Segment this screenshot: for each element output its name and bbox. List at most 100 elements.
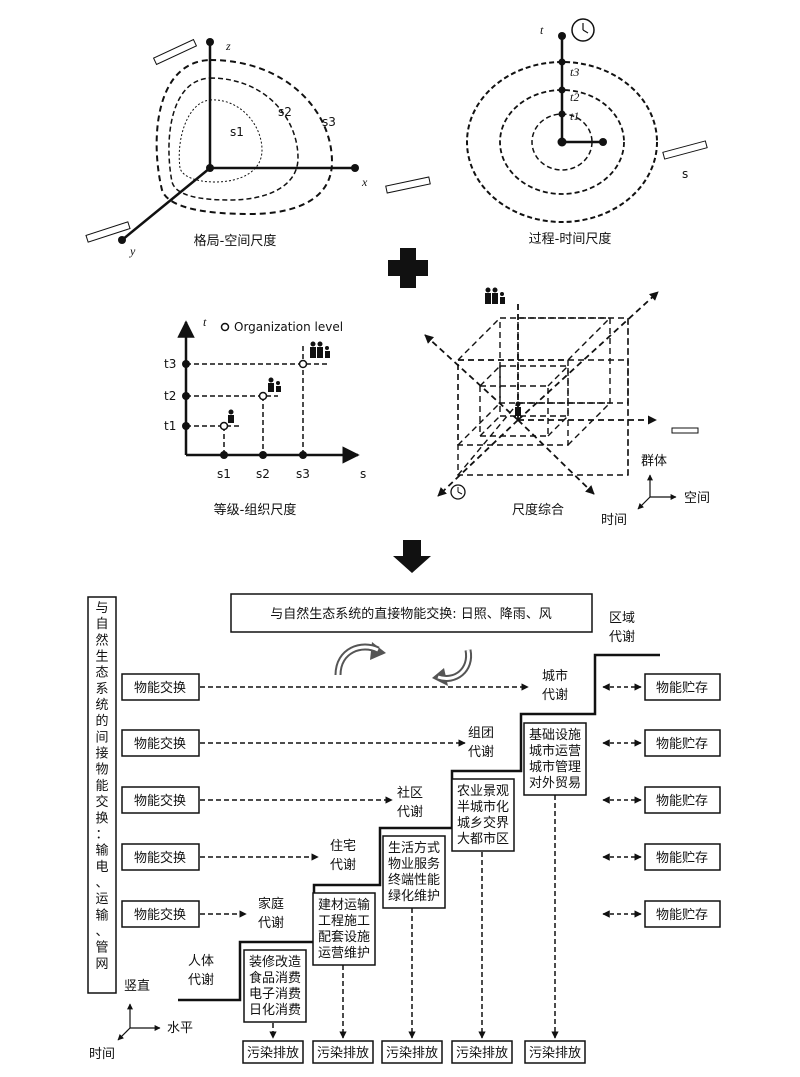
temporal-scale-panel: t s t1 t2 t3 过程-时间尺度: [466, 18, 708, 247]
s-tick-label-s2: s2: [256, 467, 270, 481]
metabolism-staircase: [178, 653, 660, 1002]
organization-scale-panel: t Organization level t3 t2 t1 s1 s2 s3 s…: [164, 315, 366, 518]
exchange-box-label: 物能交换: [134, 907, 186, 923]
z-axis-end-dot: [206, 38, 214, 46]
y-axis: [121, 167, 211, 241]
t-label: t: [203, 315, 207, 329]
x-label: x: [361, 175, 368, 189]
org-level-point-3: [298, 359, 308, 369]
contour-s2: [168, 77, 299, 201]
storage-box-label: 物能贮存: [656, 737, 708, 752]
metabolism-framework: 与自然生态系统的间接物能交换：输电、运输、管网 与自然生态系统的直接物能交换: …: [87, 593, 721, 1064]
storage-box: [644, 900, 721, 928]
pollution-box: [524, 1040, 586, 1064]
s-axis-end-dot: [599, 138, 607, 146]
y-axis-end-dot: [118, 236, 126, 244]
metabolism-level-label: 区域代谢: [609, 611, 635, 645]
person-icon: [228, 409, 234, 423]
space-axis-label: 空间: [684, 491, 710, 506]
pollution-box-label: 污染排放: [529, 1046, 581, 1061]
t-axis-end-dot: [558, 32, 566, 40]
horizontal-axis-label: 水平: [167, 1021, 193, 1036]
exchange-box-label: 物能交换: [134, 680, 186, 696]
activity-box-text: 建材运输工程施工配套设施运营维护: [318, 897, 370, 961]
plus-icon: [388, 248, 428, 288]
activity-box: [243, 949, 307, 1023]
x-axis-end-dot: [351, 164, 359, 172]
scale-bar-right: [385, 176, 431, 194]
diagonal-axis-down: [517, 419, 595, 495]
exchange-box: [121, 786, 200, 814]
t-tick-label-t2: t2: [164, 389, 176, 403]
center-dot: [557, 137, 567, 147]
vertical-axis-label: 竖直: [124, 979, 150, 994]
pollution-box-label: 污染排放: [247, 1046, 299, 1061]
contour-s3: [155, 58, 334, 216]
group-icon: [485, 287, 505, 304]
storage-box: [644, 673, 721, 701]
exchange-box: [121, 729, 200, 757]
storage-box: [644, 729, 721, 757]
outer-cube-front: [457, 359, 629, 476]
down-arrow-icon: [393, 540, 431, 573]
s-tick-label-s1: s1: [217, 467, 231, 481]
pollution-box: [381, 1040, 443, 1064]
s-label: s: [682, 167, 688, 181]
activity-box-text: 装修改造食品消费电子消费日化消费: [249, 955, 301, 1018]
direct-exchange-label: 与自然生态系统的直接物能交换: 日照、降雨、风: [270, 606, 552, 622]
metabolism-level-label: 住宅代谢: [330, 839, 356, 873]
inner-cube-back: [499, 365, 569, 417]
family-icon: [268, 377, 281, 392]
z-label: z: [225, 39, 231, 53]
contour-label-s1: s1: [230, 125, 244, 139]
legend-marker: [220, 322, 230, 332]
contour-label-s2: s2: [278, 105, 292, 119]
integrated-scale-panel: 群体 空间 时间 尺度综合: [424, 287, 710, 528]
metabolism-level-label: 家庭代谢: [258, 896, 284, 931]
storage-box-label: 物能贮存: [656, 851, 708, 866]
ring-label-t3: t3: [570, 65, 579, 79]
activity-box-text: 农业景观半城市化城乡交界大都市区: [457, 784, 509, 847]
s-label: s: [360, 467, 366, 481]
temporal-scale-caption: 过程-时间尺度: [529, 231, 612, 247]
metabolism-level-label: 城市代谢: [542, 668, 568, 703]
s-tick-label-s3: s3: [296, 467, 310, 481]
diagonal-axis-left: [424, 334, 519, 421]
orientation-axes: [637, 474, 677, 510]
exchange-box: [121, 843, 200, 871]
exchange-box: [121, 673, 200, 701]
y-label: y: [129, 244, 136, 258]
storage-box: [644, 786, 721, 814]
framework-orientation-axes: [117, 1003, 161, 1041]
cycle-arrow-icon: [432, 649, 473, 686]
indirect-exchange-label: 与自然生态系统的间接物能交换：输电、运输、管网: [95, 601, 108, 972]
clock-icon: [450, 484, 466, 500]
time-axis-label: 时间: [89, 1047, 115, 1062]
scale-bar: [662, 140, 708, 160]
tick-dot-t1: [558, 110, 566, 118]
org-level-point-2: [258, 391, 268, 401]
activity-box: [523, 722, 587, 796]
tick-dot-t3: [558, 58, 566, 66]
exchange-box-label: 物能交换: [134, 793, 186, 809]
t-tick-label-t3: t3: [164, 357, 176, 371]
contour-label-s3: s3: [322, 115, 336, 129]
exchange-box-label: 物能交换: [134, 850, 186, 866]
organization-scale-caption: 等级-组织尺度: [214, 502, 297, 518]
activity-box: [312, 892, 376, 966]
metabolism-level-label: 人体代谢: [188, 954, 214, 988]
scale-bar: [671, 427, 699, 434]
legend-label: Organization level: [234, 320, 343, 334]
pollution-box: [312, 1040, 374, 1064]
activity-box-text: 生活方式物业服务终端性能绿化维护: [388, 840, 440, 904]
scale-bar-top: [152, 38, 198, 66]
storage-box-label: 物能贮存: [656, 908, 708, 923]
pollution-box-label: 污染排放: [386, 1046, 438, 1061]
org-level-point-1: [219, 421, 229, 431]
spatial-scale-panel: z x y s1 s2 s3 格局-空间尺度: [85, 38, 431, 258]
pollution-box: [451, 1040, 513, 1064]
contour-s1: [178, 99, 263, 183]
indirect-exchange-box: [87, 596, 117, 994]
cycle-arrow-icon: [334, 642, 386, 676]
